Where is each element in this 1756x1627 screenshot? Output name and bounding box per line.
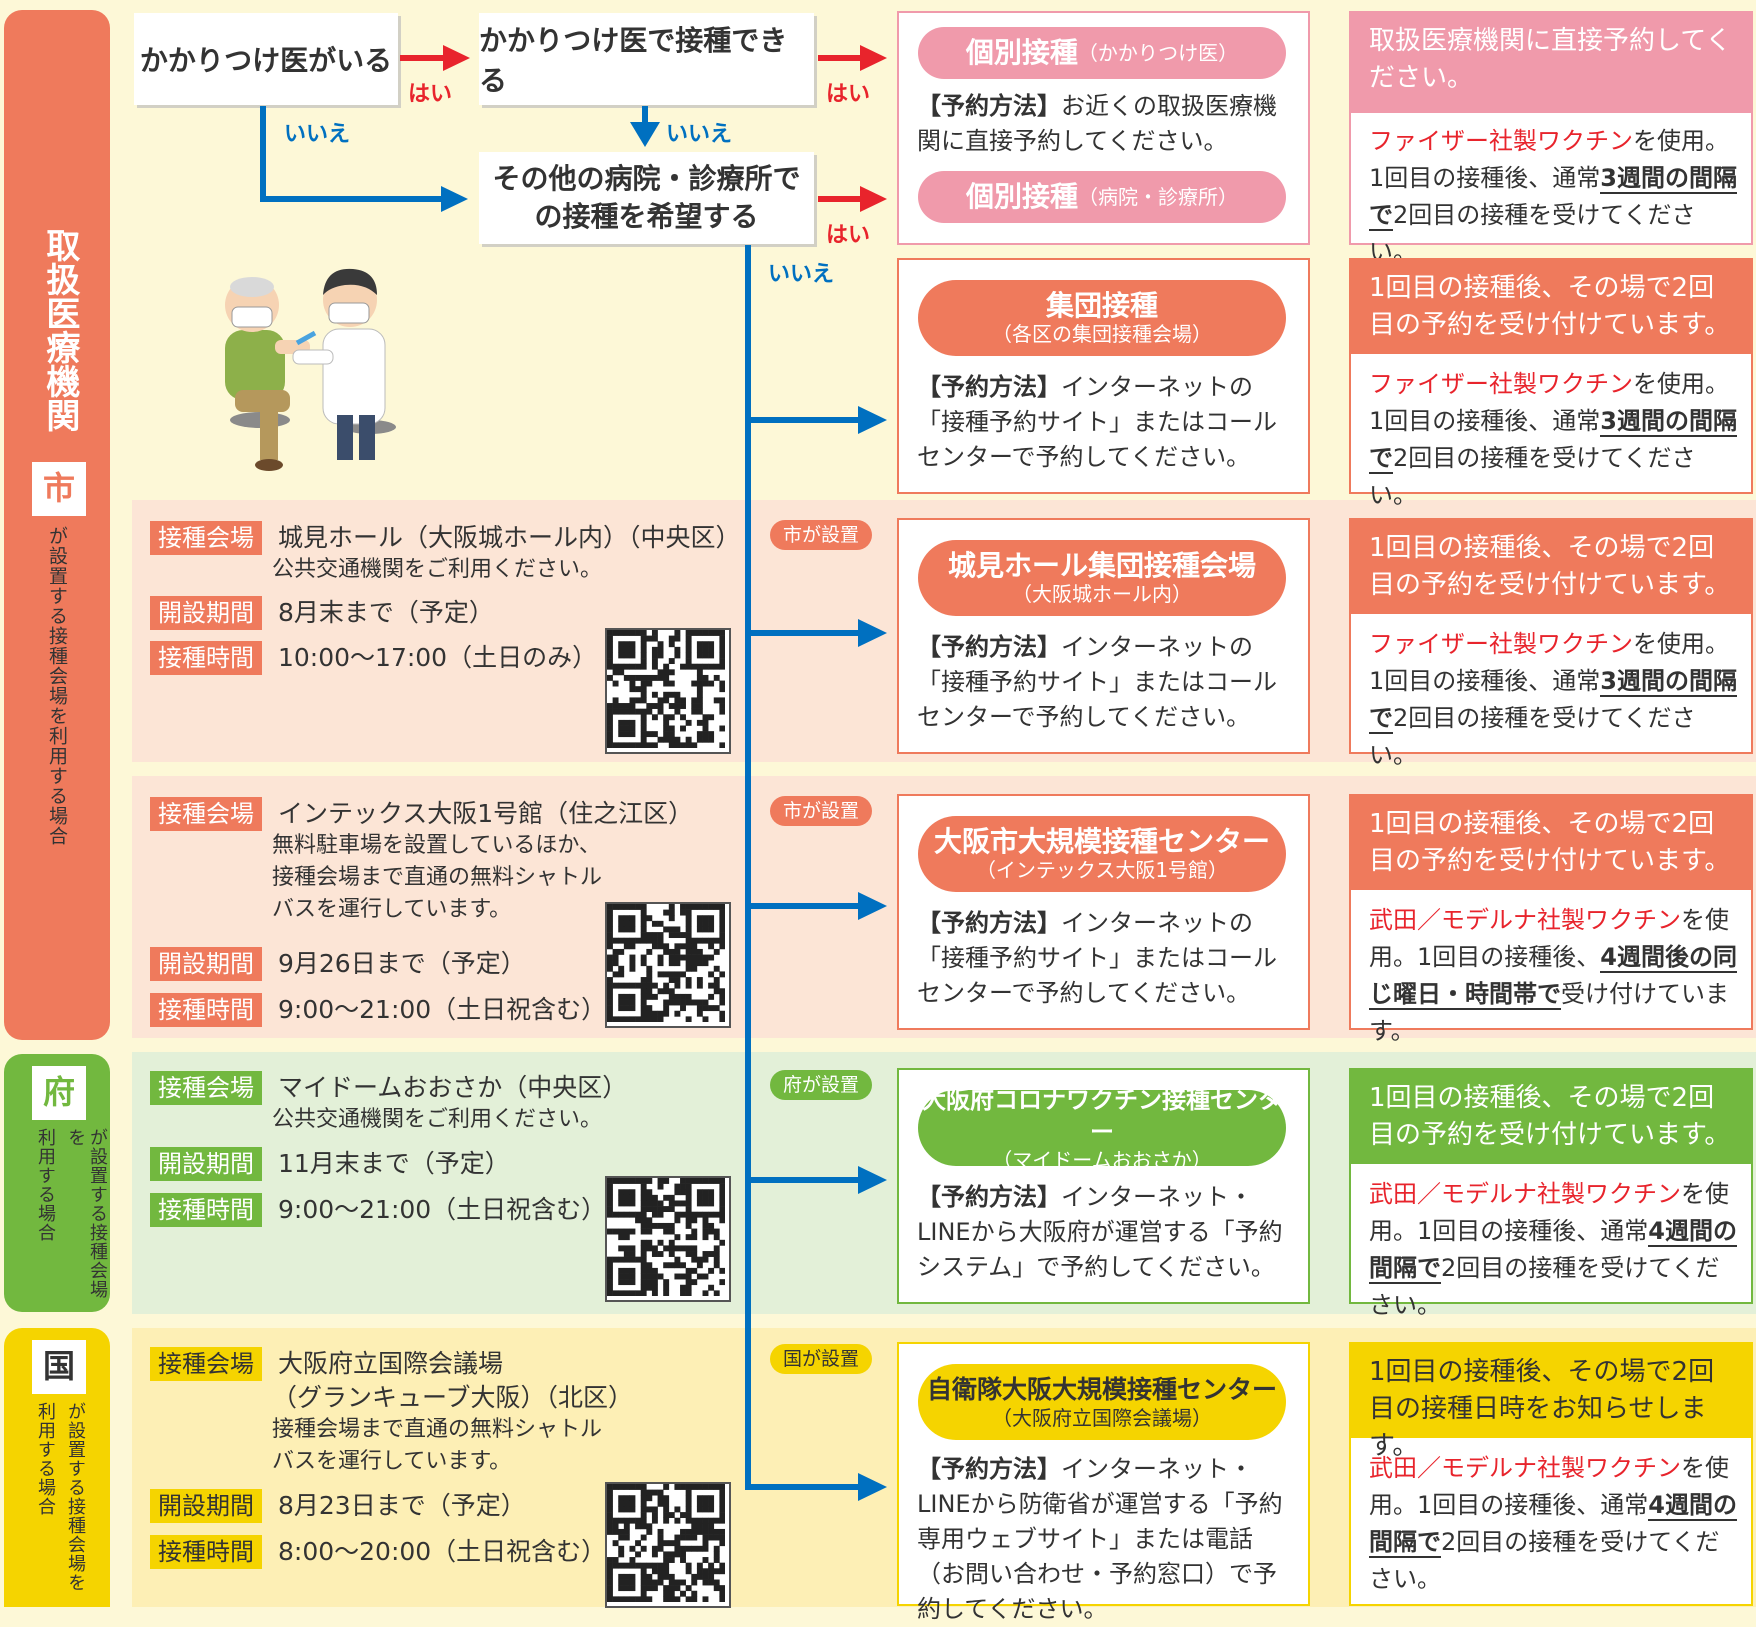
shiromi-hall-card: 城見ホール集団接種会場（大阪城ホール内） 【予約方法】インターネットの「接種予約… <box>897 518 1310 754</box>
mydome-info-body: 武田／モデルナ社製ワクチンを使用。1回目の接種後、通常4週間の間隔で2回目の接種… <box>1369 1180 1737 1319</box>
question-other-hospital: その他の病院・診療所での接種を希望する <box>479 152 814 244</box>
yes-label-2: はい <box>826 82 871 107</box>
mydome-osaka-card: 大阪府コロナワクチン接種センター（マイドームおおさか） 【予約方法】インターネッ… <box>897 1068 1310 1304</box>
shiromi-pill: 城見ホール集団接種会場（大阪城ホール内） <box>918 540 1286 616</box>
nation-sidebar-text-a: が設置する接種会場を <box>65 1402 86 1592</box>
jsdf-info-box: 1回目の接種後、その場で2回目の接種日時をお知らせします。 武田／モデルナ社製ワ… <box>1349 1342 1753 1606</box>
intex-info-header: 1回目の接種後、その場で2回目の予約を受け付けています。 <box>1351 796 1751 890</box>
mydome-info-header: 1回目の接種後、その場で2回目の予約を受け付けています。 <box>1351 1070 1751 1164</box>
individual-reservation-method: 【予約方法】お近くの取扱医療機関に直接予約してください。 <box>917 92 1277 155</box>
shiromi-set-by-badge: 市が設置 <box>770 520 872 550</box>
mydome-venue-note: 公共交通機関をご利用ください。 <box>272 1107 603 1132</box>
shiromi-venue-note: 公共交通機関をご利用ください。 <box>272 557 603 582</box>
group-info-header: 1回目の接種後、その場で2回目の予約を受け付けています。 <box>1351 260 1751 354</box>
group-vaccination-card: 集団接種（各区の集団接種会場） 【予約方法】インターネットの「接種予約サイト」ま… <box>897 258 1310 494</box>
nation-tag: 国 <box>32 1340 86 1394</box>
group-reservation-method: 【予約方法】インターネットの「接種予約サイト」またはコールセンターで予約してくだ… <box>917 373 1277 471</box>
individual-info-header: 取扱医療機関に直接予約してください。 <box>1351 13 1751 113</box>
no-label-1: いいえ <box>284 122 351 147</box>
city-sidebar: 取扱医療機関 市 が設置する接種会場を利用する場合 <box>4 10 110 1040</box>
mydome-reservation-method: 【予約方法】インターネット・LINEから大阪府が運営する「予約システム」で予約し… <box>917 1183 1283 1281</box>
individual-info-body: ファイザー社製ワクチンを使用。1回目の接種後、通常3週間の間隔で2回目の接種を受… <box>1369 127 1737 266</box>
shiromi-qr-code[interactable] <box>605 628 731 754</box>
pref-sidebar: 府 が設置する接種会場を 利用する場合 <box>4 1054 110 1312</box>
mydome-pill: 大阪府コロナワクチン接種センター（マイドームおおさか） <box>918 1086 1286 1172</box>
shiromi-info-box: 1回目の接種後、その場で2回目の予約を受け付けています。 ファイザー社製ワクチン… <box>1349 518 1753 769</box>
yes-label-3: はい <box>826 223 871 248</box>
jsdf-info-body: 武田／モデルナ社製ワクチンを使用。1回目の接種後、通常4週間の間隔で2回目の接種… <box>1369 1454 1737 1593</box>
pref-tag: 府 <box>32 1066 86 1120</box>
shiromi-info-header: 1回目の接種後、その場で2回目の予約を受け付けています。 <box>1351 520 1751 614</box>
jsdf-qr-code[interactable] <box>605 1482 731 1608</box>
intex-info-box: 1回目の接種後、その場で2回目の予約を受け付けています。 武田／モデルナ社製ワク… <box>1349 794 1753 1045</box>
no-label-3: いいえ <box>768 262 835 287</box>
individual-pill-hospital: 個別接種（病院・診療所） <box>918 171 1286 223</box>
doctor-patient-illustration <box>225 268 396 471</box>
jsdf-venue-row: 接種会場大阪府立国際会議場 <box>150 1344 503 1381</box>
jsdf-pill: 自衛隊大阪大規模接種センター（大阪府立国際会議場） <box>918 1364 1286 1440</box>
jsdf-reservation-method: 【予約方法】インターネット・LINEから防衛省が運営する「予約専用ウェブサイト」… <box>917 1455 1283 1623</box>
intex-reservation-method: 【予約方法】インターネットの「接種予約サイト」またはコールセンターで予約してくだ… <box>917 909 1277 1007</box>
individual-pill-family-doctor: 個別接種（かかりつけ医） <box>918 27 1286 79</box>
intex-info-body: 武田／モデルナ社製ワクチンを使用。1回目の接種後、4週間後の同じ曜日・時間帯で受… <box>1369 906 1737 1045</box>
mydome-venue-row: 接種会場マイドームおおさか（中央区） <box>150 1068 627 1105</box>
intex-venue-row: 接種会場インテックス大阪1号館（住之江区） <box>150 794 693 831</box>
jsdf-info-header: 1回目の接種後、その場で2回目の接種日時をお知らせします。 <box>1351 1344 1751 1461</box>
jsdf-center-card: 自衛隊大阪大規模接種センター（大阪府立国際会議場） 【予約方法】インターネット・… <box>897 1342 1310 1623</box>
mydome-qr-code[interactable] <box>605 1176 731 1302</box>
individual-info-box: 取扱医療機関に直接予約してください。 ファイザー社製ワクチンを使用。1回目の接種… <box>1349 11 1753 266</box>
intex-venue-note: 無料駐車場を設置しているほか、接種会場まで直通の無料シャトルバスを運行しています… <box>272 833 603 922</box>
city-sidebar-text: が設置する接種会場を利用する場合 <box>46 526 68 846</box>
yes-label-1: はい <box>408 82 453 107</box>
nation-sidebar-text-b: 利用する場合 <box>35 1402 56 1516</box>
pref-sidebar-text-a: が設置する接種会場を <box>65 1128 108 1299</box>
intex-osaka-card: 大阪市大規模接種センター（インテックス大阪1号館） 【予約方法】インターネットの… <box>897 794 1310 1030</box>
city-section-title: 取扱医療機関 <box>39 228 80 432</box>
shiromi-venue-row: 接種会場城見ホール（大阪城ホール内）（中央区） <box>150 518 741 555</box>
mydome-set-by-badge: 府が設置 <box>770 1070 872 1100</box>
intex-pill: 大阪市大規模接種センター（インテックス大阪1号館） <box>918 816 1286 892</box>
question-family-doctor: かかりつけ医がいる <box>134 13 398 105</box>
intex-set-by-badge: 市が設置 <box>770 796 872 826</box>
no-label-2: いいえ <box>666 122 733 147</box>
nation-sidebar: 国 が設置する接種会場を 利用する場合 <box>4 1328 110 1607</box>
group-pill: 集団接種（各区の集団接種会場） <box>918 280 1286 356</box>
jsdf-venue-row-2: （グランキューブ大阪）（北区） <box>272 1383 634 1412</box>
pref-sidebar-text-b: 利用する場合 <box>35 1128 56 1242</box>
shiromi-info-body: ファイザー社製ワクチンを使用。1回目の接種後、通常3週間の間隔で2回目の接種を受… <box>1369 630 1737 769</box>
group-info-body: ファイザー社製ワクチンを使用。1回目の接種後、通常3週間の間隔で2回目の接種を受… <box>1369 370 1737 509</box>
jsdf-venue-note: 接種会場まで直通の無料シャトルバスを運行しています。 <box>272 1417 603 1474</box>
city-tag: 市 <box>32 462 86 516</box>
mydome-info-box: 1回目の接種後、その場で2回目の予約を受け付けています。 武田／モデルナ社製ワク… <box>1349 1068 1753 1319</box>
question-family-doctor-can-vaccinate: かかりつけ医で接種できる <box>479 13 814 105</box>
individual-vaccination-card: 個別接種（かかりつけ医） 【予約方法】お近くの取扱医療機関に直接予約してください… <box>897 11 1310 245</box>
jsdf-set-by-badge: 国が設置 <box>770 1344 872 1374</box>
intex-qr-code[interactable] <box>605 902 731 1028</box>
shiromi-reservation-method: 【予約方法】インターネットの「接種予約サイト」またはコールセンターで予約してくだ… <box>917 633 1277 731</box>
group-info-box: 1回目の接種後、その場で2回目の予約を受け付けています。 ファイザー社製ワクチン… <box>1349 258 1753 509</box>
